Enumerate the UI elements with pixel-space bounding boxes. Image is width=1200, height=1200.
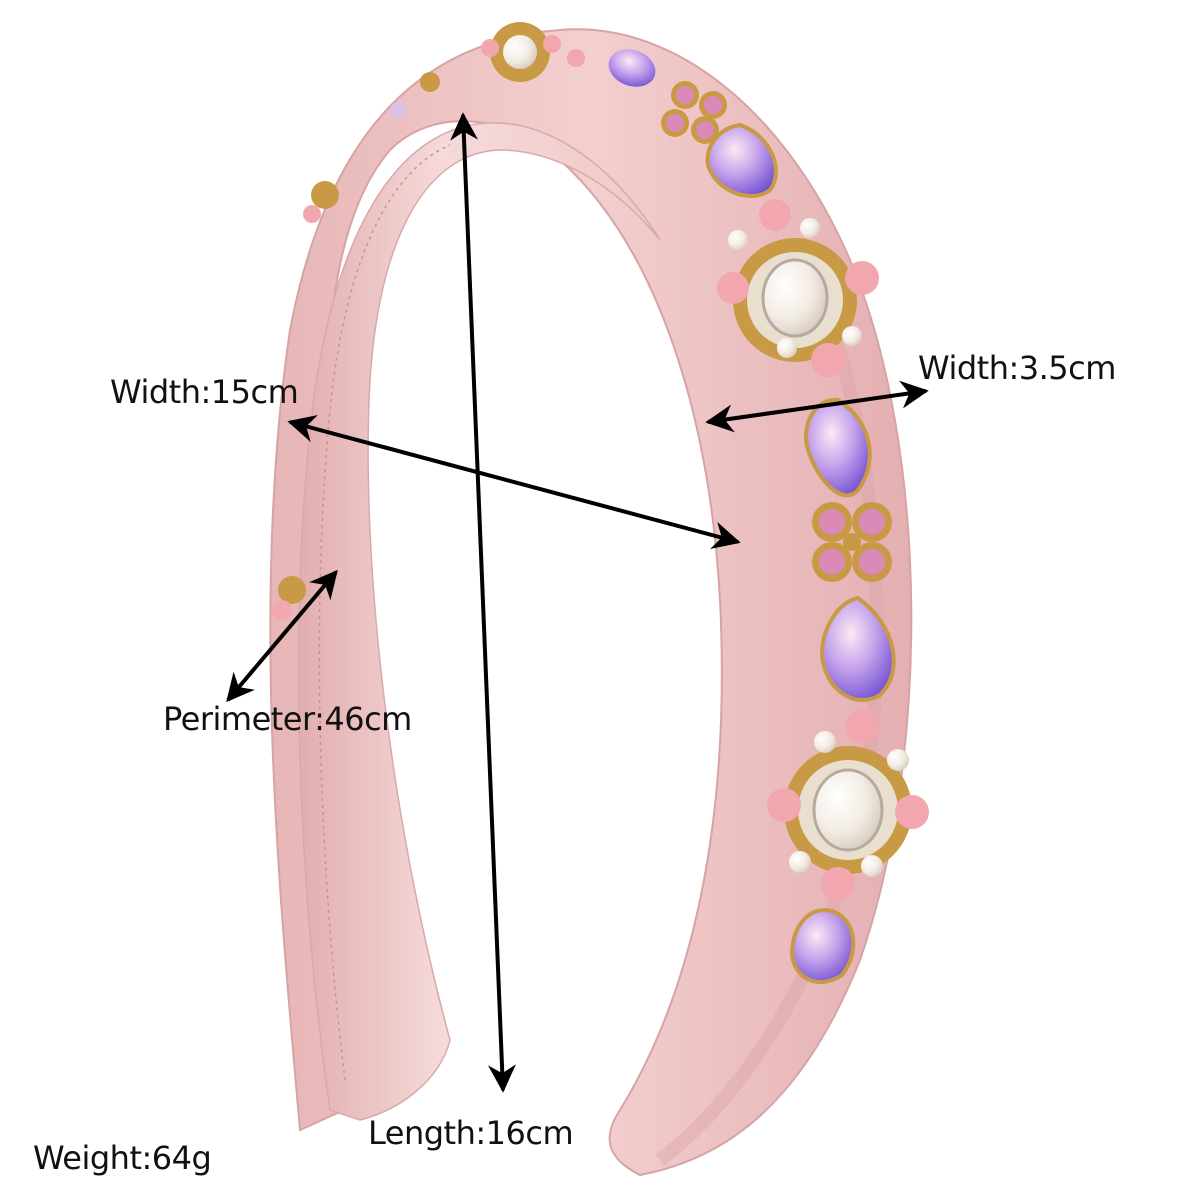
jewel-brooch-1 (717, 199, 879, 377)
width-15cm-label: Width:15cm (110, 373, 299, 411)
arrow-length (450, 112, 516, 1093)
arrow-width-15 (287, 414, 741, 550)
weight-label: Weight:64g (33, 1139, 212, 1177)
jewel-clover-2 (812, 502, 892, 582)
perimeter-label: Perimeter:46cm (163, 700, 412, 738)
headband-inner (297, 122, 661, 1121)
jewel-crystal-4 (789, 907, 856, 985)
jewel-crystal-1 (705, 122, 778, 198)
arrow-perimeter (226, 569, 338, 703)
length-label: Length:16cm (368, 1114, 574, 1152)
arrow-width-3-5 (705, 380, 929, 433)
jewel-clover-1 (661, 81, 727, 144)
jewel-top-cluster (390, 22, 656, 118)
jewel-crystal-3 (819, 595, 896, 702)
jewel-brooch-2 (767, 709, 929, 901)
width-3-5cm-label: Width:3.5cm (918, 349, 1116, 387)
